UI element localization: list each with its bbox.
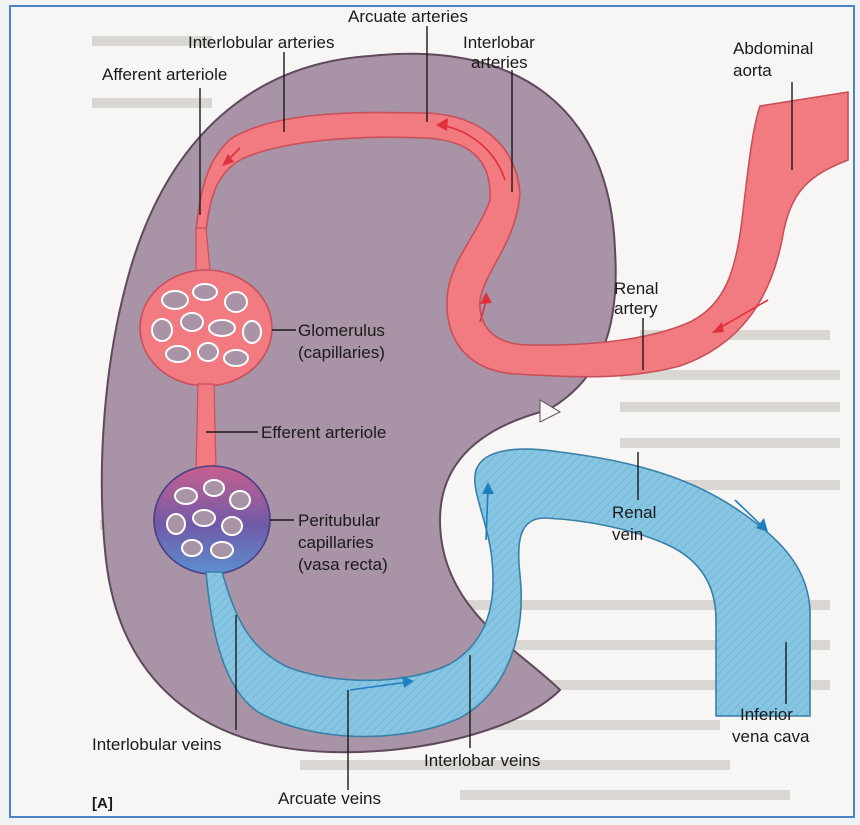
label-interlobular-arteries: Interlobular arteries <box>188 33 334 52</box>
label-arcuate-arteries: Arcuate arteries <box>348 7 468 26</box>
label-peritubular-line3: (vasa recta) <box>298 555 388 574</box>
label-efferent-arteriole: Efferent arteriole <box>261 423 386 442</box>
label-renal-vein-line1: Renal <box>612 503 656 522</box>
label-arcuate-veins: Arcuate veins <box>278 789 381 808</box>
label-afferent-arteriole: Afferent arteriole <box>102 65 227 84</box>
peritubular-capillaries <box>154 466 270 574</box>
label-glomerulus-line2: (capillaries) <box>298 343 385 362</box>
label-interlobar-arteries-line2: arteries <box>471 53 528 72</box>
label-renal-vein-line2: vein <box>612 525 643 544</box>
label-renal-artery-line1: Renal <box>614 279 658 298</box>
label-abdominal-aorta-line2: aorta <box>733 61 772 80</box>
label-interlobular-veins: Interlobular veins <box>92 735 221 754</box>
label-renal-artery-line2: artery <box>614 299 658 318</box>
label-inferior-vena-cava-line1: Inferior <box>740 705 793 724</box>
label-peritubular-line1: Peritubular <box>298 511 381 530</box>
label-abdominal-aorta-line1: Abdominal <box>733 39 813 58</box>
label-peritubular-line2: capillaries <box>298 533 374 552</box>
label-interlobar-arteries-line1: Interlobar <box>463 33 535 52</box>
efferent-arteriole <box>196 384 216 470</box>
glomerulus <box>140 270 272 386</box>
label-glomerulus-line1: Glomerulus <box>298 321 385 340</box>
label-interlobar-veins: Interlobar veins <box>424 751 540 770</box>
panel-label: [A] <box>92 795 113 812</box>
label-inferior-vena-cava-line2: vena cava <box>732 727 810 746</box>
